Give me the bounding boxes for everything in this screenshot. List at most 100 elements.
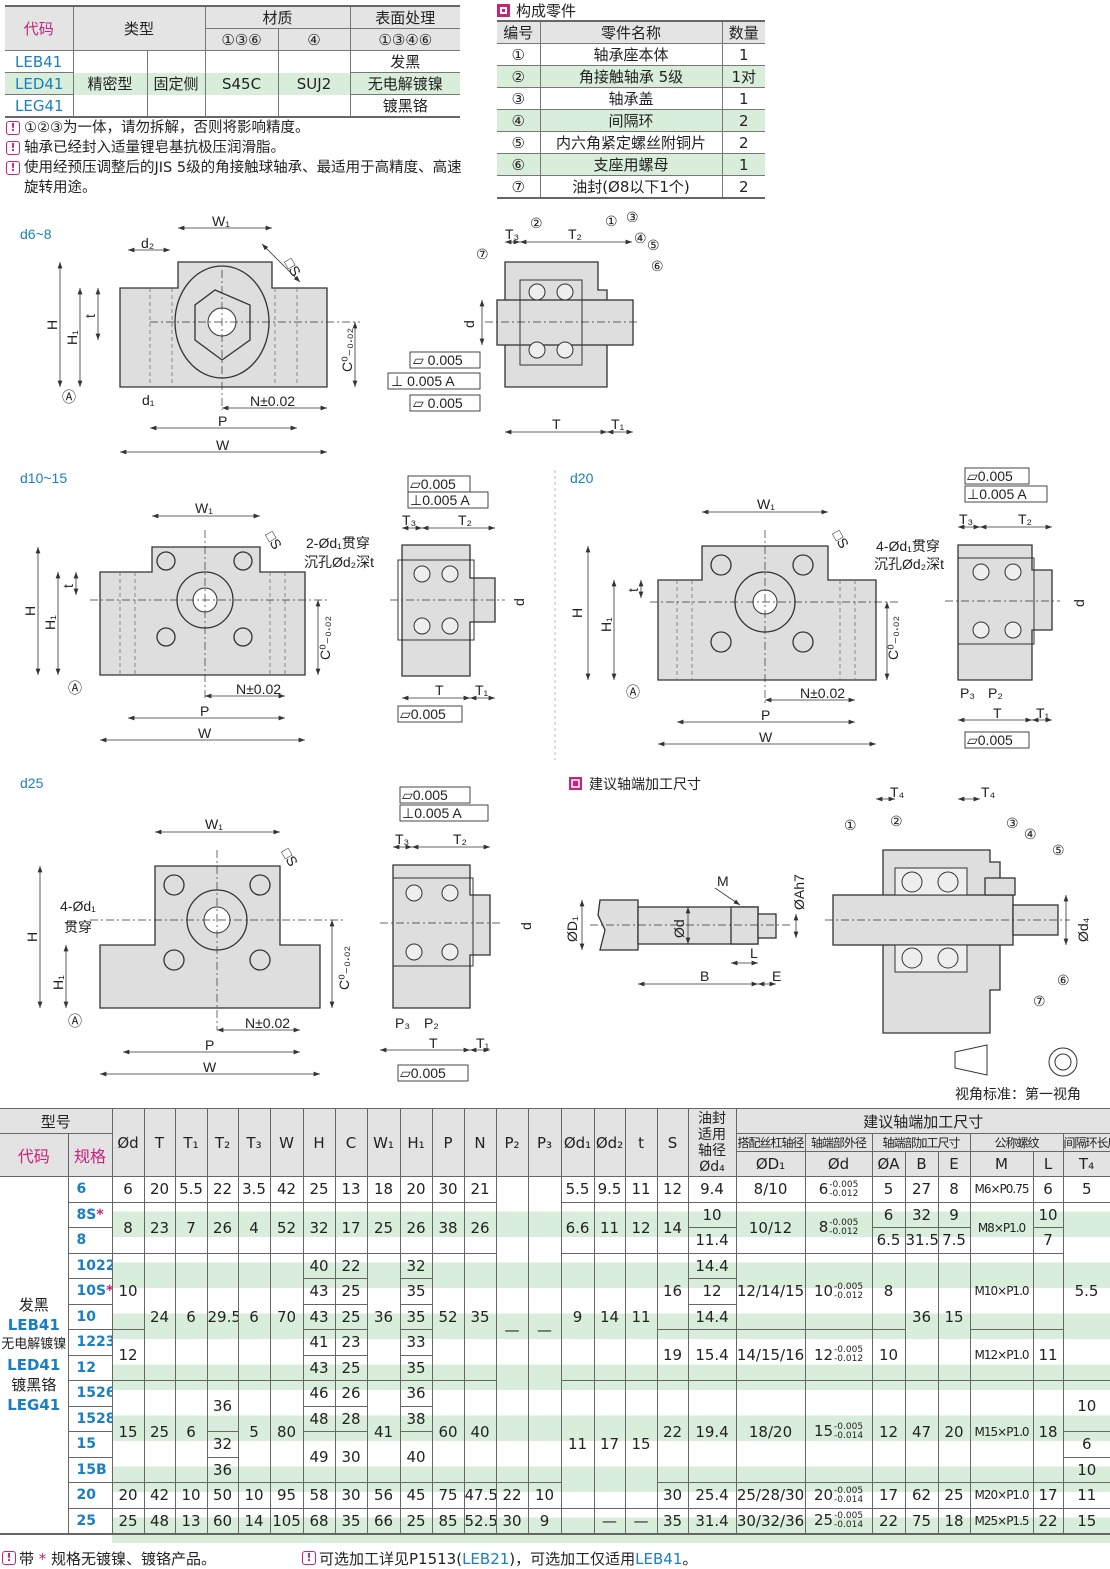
cell-value: 47: [911, 1422, 932, 1441]
value-cell: 56: [366, 1482, 401, 1509]
value-cell: 30: [334, 1431, 368, 1483]
parts-title-text: 构成零件: [516, 2, 577, 20]
value-cell: 19.4: [687, 1380, 737, 1483]
dim-d4: Ød₄: [1075, 917, 1091, 942]
cell-value: 66: [373, 1511, 394, 1530]
value-cell: 10: [1062, 1456, 1110, 1483]
tolerance-flatness: ▱0.005: [967, 468, 1013, 484]
value-cell: 13: [334, 1176, 368, 1203]
value-cell: 75: [904, 1507, 939, 1534]
notes: !①②③为一体，请勿拆解，否则将影响精度。 !轴承已经封入适量锂皂基抗极压润滑脂…: [6, 118, 476, 198]
value-cell: 31.5: [904, 1227, 939, 1254]
tolerance: -0.005-0.012: [834, 1346, 863, 1364]
cell-value: 30/32/36: [736, 1511, 805, 1530]
cell-value: 5.5: [1074, 1282, 1099, 1301]
cell-value: 10: [1038, 1205, 1058, 1224]
cell-value: 32: [309, 1218, 329, 1237]
cell-value: 35: [406, 1358, 426, 1377]
cell-value: 10: [118, 1282, 138, 1301]
value-cell: —: [527, 1176, 562, 1483]
value-cell: 10: [1062, 1380, 1110, 1432]
value-cell: 18/20: [735, 1380, 806, 1483]
value-cell: 20: [111, 1482, 145, 1509]
value-cell: 6: [871, 1201, 906, 1228]
cell-value: 30: [438, 1180, 458, 1199]
footer-text: 。: [682, 1550, 698, 1568]
tol-upper: -0.005: [829, 1217, 859, 1228]
value-cell: 43: [302, 1303, 336, 1330]
material-suj2: SUJ2: [277, 50, 351, 118]
col-header: P₃: [527, 1108, 562, 1177]
cell-value: 9: [572, 1307, 583, 1326]
value-cell: 14.4: [687, 1252, 737, 1279]
dim-n: N±0.02: [250, 393, 295, 409]
dim-t4-right: T₄: [981, 784, 996, 800]
hole-spec: 2-Ød₁贯穿: [306, 535, 370, 551]
tolerance-flatness: ▱0.005: [402, 787, 448, 803]
cell-value: 28: [341, 1409, 361, 1428]
warning-icon: !: [6, 141, 20, 155]
dim-t: t: [82, 314, 98, 318]
value-cell: 18: [937, 1507, 971, 1534]
dim-t1: T₁: [475, 682, 489, 698]
spec-code: 15B: [76, 1461, 107, 1478]
spec-cell: 15: [67, 1431, 113, 1458]
cell-value: 10: [1077, 1460, 1097, 1479]
value-cell: 35: [334, 1507, 368, 1534]
shaft-group-header: 公称螺纹: [969, 1133, 1064, 1152]
col-header: Ød: [111, 1108, 145, 1177]
type-precision: 精密型: [72, 50, 148, 118]
spec-code: 15: [76, 1436, 96, 1453]
cell-value: 7.5: [942, 1231, 966, 1250]
value-cell: 25: [334, 1354, 368, 1381]
dim-p3: P₃: [395, 1015, 410, 1031]
value-cell: M6×P0.75: [969, 1176, 1034, 1203]
shaft-group-header: 间隔环长度: [1062, 1133, 1110, 1152]
spec-code: 25: [76, 1512, 96, 1529]
shaft-section-title: 建议轴端加工尺寸: [589, 776, 701, 792]
dim-d: d: [1071, 599, 1087, 607]
leb41-link[interactable]: LEB41: [635, 1550, 683, 1568]
spec-code: 12: [76, 1359, 96, 1376]
finish-nickel: 无电解镀镍: [349, 72, 461, 95]
callout-1: ①: [844, 817, 857, 833]
value-cell: 9: [527, 1507, 562, 1534]
spec-code: 1223: [76, 1334, 113, 1351]
cell-value: 35: [406, 1307, 426, 1326]
cell-value: 10: [702, 1205, 722, 1224]
cell-value: 33: [406, 1333, 426, 1352]
cell-value: 8: [883, 1282, 894, 1301]
cell-value: 23: [341, 1333, 361, 1352]
value-cell: 35: [463, 1252, 497, 1381]
dim-d: d: [518, 922, 534, 930]
cell-value: 11: [631, 1180, 651, 1199]
cell-value: 36: [373, 1307, 394, 1326]
value-cell: 14: [237, 1507, 271, 1534]
material-header: 材质: [204, 5, 351, 29]
warning-icon: !: [6, 121, 20, 135]
value-cell: 25: [366, 1201, 401, 1254]
spec-cell: 8S*: [67, 1201, 113, 1228]
cell-value: 15: [944, 1307, 964, 1326]
col-header: H: [302, 1108, 336, 1177]
value-cell: 30/32/36: [735, 1507, 806, 1534]
callout-2: ②: [890, 813, 903, 829]
leb21-link[interactable]: LEB21: [462, 1550, 510, 1568]
value-cell: 38: [431, 1201, 465, 1254]
value-cell: 8: [937, 1176, 971, 1203]
value-cell: 36: [206, 1456, 239, 1483]
cell-value: 5: [883, 1180, 894, 1199]
tolerance: -0.005-0.012: [829, 1217, 859, 1237]
cell-value: 11.4: [695, 1231, 729, 1250]
value-cell: 9.4: [687, 1176, 737, 1203]
tol-lower: -0.012: [834, 1354, 864, 1365]
value-cell: 25: [334, 1278, 368, 1305]
cell-value: 60: [212, 1511, 233, 1530]
value-cell: 48: [143, 1507, 176, 1534]
first-angle-projection-icon: [954, 1044, 988, 1076]
footer-note-1: ! 带 * 规格无镀镍、镀铬产品。: [2, 1548, 216, 1569]
cell-value: 13: [341, 1180, 361, 1199]
